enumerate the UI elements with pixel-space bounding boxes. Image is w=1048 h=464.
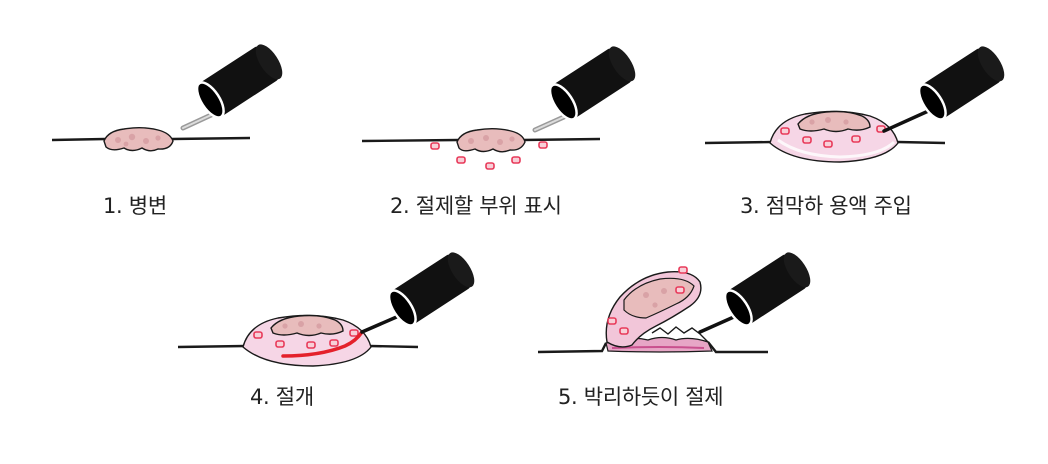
endoscope-icon: [917, 46, 1005, 121]
step-5-caption: 5. 박리하듯이 절제: [558, 385, 724, 409]
lesion-icon: [270, 314, 344, 337]
lesion-icon: [103, 127, 174, 152]
endoscope-icon: [723, 252, 811, 327]
step-1-caption: 1. 병변: [103, 194, 167, 218]
tissue-surface-line: [177, 344, 419, 349]
marking-dots: [253, 329, 359, 349]
step-2-caption: 2. 절제할 부위 표시: [390, 194, 562, 218]
marking-dots: [430, 141, 548, 170]
step-3-caption: 3. 점막하 용액 주입: [740, 194, 912, 218]
lesion-icon: [797, 110, 871, 133]
endoscope-icon: [548, 46, 636, 121]
tissue-surface-line: [537, 341, 768, 354]
tissue-surface-line: [704, 140, 946, 145]
step-4-caption: 4. 절개: [250, 385, 314, 409]
lesion-icon: [456, 128, 526, 153]
incision-line: [281, 330, 364, 358]
endoscope-icon: [195, 44, 283, 119]
tissue-surface-line: [51, 136, 251, 142]
injection-needle: [882, 106, 937, 133]
marking-dots: [780, 125, 886, 148]
tissue-surface-line: [361, 137, 601, 143]
marking-dots: [607, 266, 688, 335]
endoscope-icon: [387, 252, 475, 327]
